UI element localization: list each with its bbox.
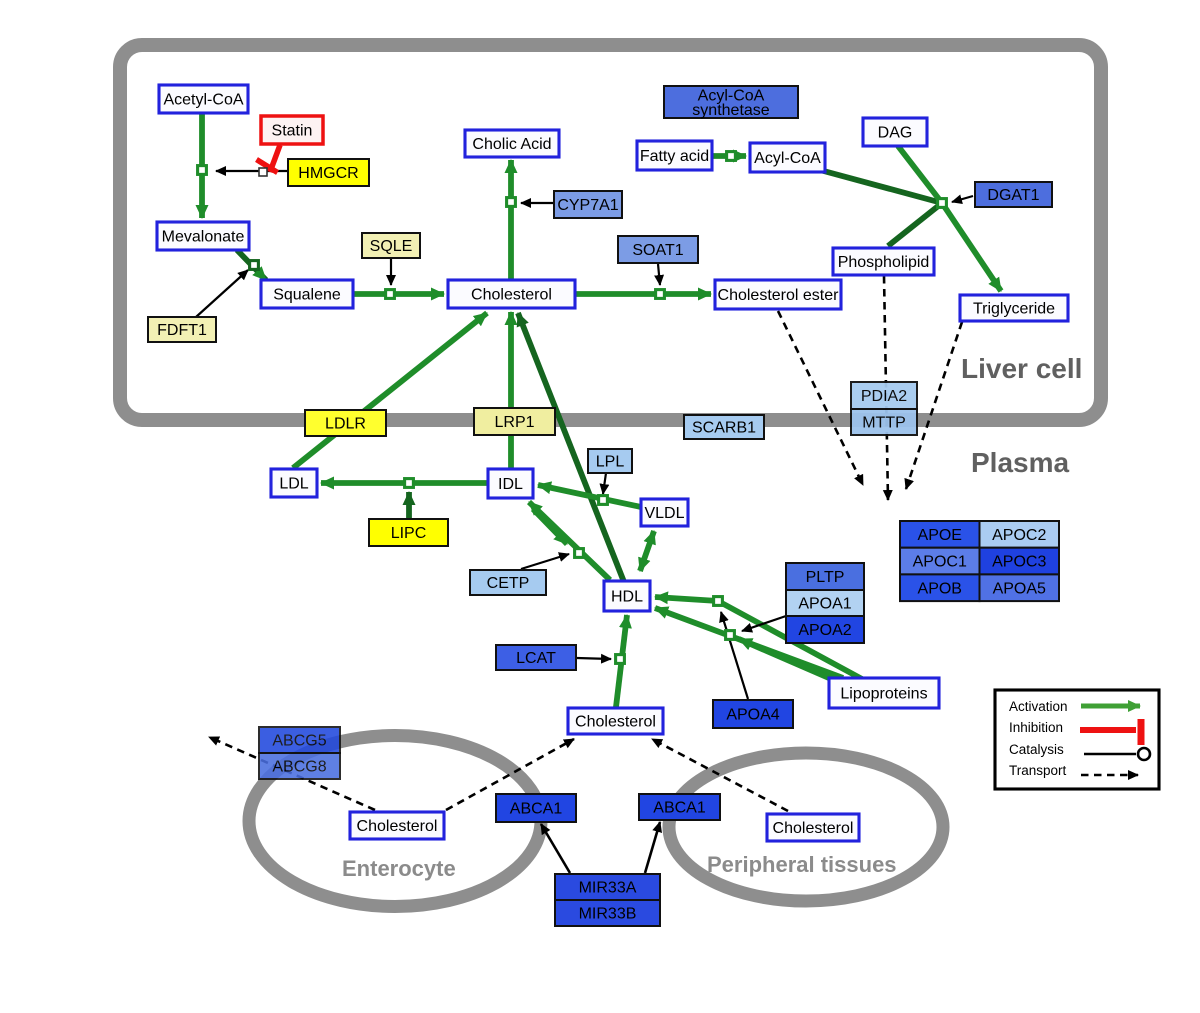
svg-text:APOC3: APOC3 [992,554,1046,571]
svg-text:Catalysis: Catalysis [1009,742,1064,757]
svg-text:ABCA1: ABCA1 [653,800,706,817]
svg-text:Cholic Acid: Cholic Acid [472,136,551,153]
svg-text:Cholesterol: Cholesterol [575,714,656,731]
svg-text:Enterocyte: Enterocyte [342,856,456,881]
svg-text:Mevalonate: Mevalonate [162,229,245,246]
svg-text:Plasma: Plasma [971,447,1069,478]
svg-text:APOC1: APOC1 [913,554,967,571]
svg-text:MTTP: MTTP [862,415,906,432]
svg-text:Cholesterol: Cholesterol [357,818,438,835]
svg-text:ABCA1: ABCA1 [510,801,563,818]
svg-text:LRP1: LRP1 [494,414,534,431]
svg-text:Acetyl-CoA: Acetyl-CoA [163,92,243,109]
svg-text:CYP7A1: CYP7A1 [557,197,618,214]
svg-text:Squalene: Squalene [273,287,341,304]
svg-text:synthetase: synthetase [692,102,769,119]
svg-text:SQLE: SQLE [370,238,413,255]
svg-text:Liver cell: Liver cell [961,353,1082,384]
svg-text:Triglyceride: Triglyceride [973,301,1055,318]
svg-text:HDL: HDL [611,589,643,606]
svg-text:APOA4: APOA4 [726,707,779,724]
svg-text:Acyl-CoA: Acyl-CoA [698,87,765,104]
svg-text:APOC2: APOC2 [992,527,1046,544]
svg-text:Acyl-CoA: Acyl-CoA [754,150,821,167]
svg-text:LCAT: LCAT [516,650,556,667]
svg-text:PDIA2: PDIA2 [861,388,907,405]
svg-text:SCARB1: SCARB1 [692,420,756,437]
svg-text:Phospholipid: Phospholipid [838,254,930,271]
svg-text:CETP: CETP [487,575,530,592]
svg-text:Cholesterol ester: Cholesterol ester [718,287,840,304]
svg-text:FDFT1: FDFT1 [157,322,207,339]
svg-text:IDL: IDL [498,476,523,493]
svg-text:HMGCR: HMGCR [298,165,358,182]
svg-text:Statin: Statin [272,123,313,140]
svg-text:Transport: Transport [1009,763,1067,778]
svg-text:Lipoproteins: Lipoproteins [840,686,927,703]
svg-text:VLDL: VLDL [644,505,684,522]
svg-text:Cholesterol: Cholesterol [471,287,552,304]
svg-text:Inhibition: Inhibition [1009,720,1063,735]
svg-text:LIPC: LIPC [391,525,427,542]
svg-text:DGAT1: DGAT1 [987,187,1039,204]
svg-text:SOAT1: SOAT1 [632,242,683,259]
svg-text:Activation: Activation [1009,699,1068,714]
svg-text:APOE: APOE [918,527,962,544]
svg-text:APOB: APOB [918,580,962,597]
svg-text:ABCG5: ABCG5 [272,733,326,750]
svg-text:APOA1: APOA1 [798,596,851,613]
svg-text:APOA2: APOA2 [798,622,851,639]
svg-text:LDLR: LDLR [325,416,366,433]
svg-text:LDL: LDL [279,476,308,493]
svg-text:PLTP: PLTP [806,569,845,586]
svg-text:APOA5: APOA5 [993,580,1046,597]
svg-text:ABCG8: ABCG8 [272,759,326,776]
svg-text:DAG: DAG [878,125,913,142]
svg-text:MIR33B: MIR33B [579,906,637,923]
svg-text:Fatty acid: Fatty acid [640,148,709,165]
svg-text:Peripheral tissues: Peripheral tissues [707,852,897,877]
svg-text:Cholesterol: Cholesterol [773,820,854,837]
svg-text:MIR33A: MIR33A [579,880,637,897]
svg-text:LPL: LPL [596,454,625,471]
